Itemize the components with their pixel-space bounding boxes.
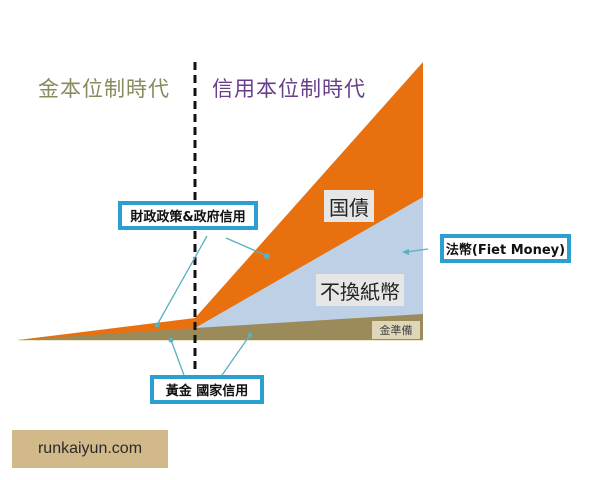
watermark: runkaiyun.com bbox=[12, 430, 168, 468]
fiat-money-callout: 法幣(Fiet Money) bbox=[440, 234, 571, 263]
connector-lines bbox=[156, 235, 429, 379]
credit-standard-era-title: 信用本位制時代 bbox=[212, 77, 366, 101]
government-bonds-label: 国債 bbox=[324, 190, 374, 222]
fiscal-policy-callout: 財政政策&政府信用 bbox=[118, 201, 258, 230]
gold-reserve-area bbox=[18, 314, 423, 340]
fiat-paper-label: 不換紙幣 bbox=[316, 274, 404, 306]
gold-standard-era-title: 金本位制時代 bbox=[38, 77, 170, 101]
gold-reserve-label: 金準備 bbox=[372, 321, 420, 339]
gold-national-credit-callout: 黃金 國家信用 bbox=[150, 375, 264, 404]
connector-arrowheads bbox=[154, 249, 409, 343]
